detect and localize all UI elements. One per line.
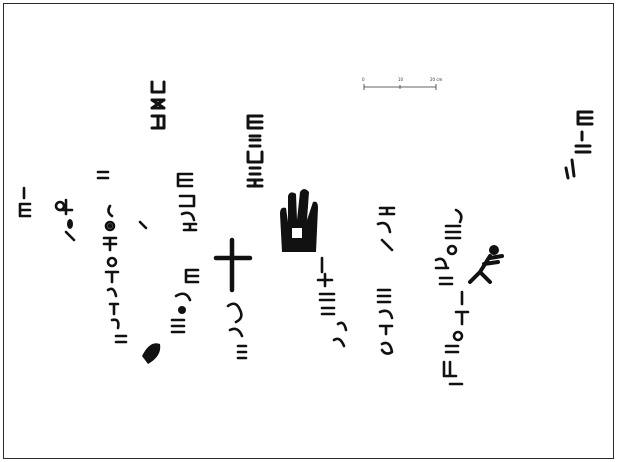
inscription-center bbox=[316, 256, 348, 348]
inscription-top-right bbox=[564, 110, 594, 180]
scale-label-10: 10 bbox=[398, 77, 404, 82]
inscription-wavy bbox=[226, 302, 248, 360]
inscription-right bbox=[434, 208, 463, 286]
inscription-center-right-top bbox=[376, 206, 396, 252]
inscription-center-top bbox=[246, 114, 264, 188]
inscription-center-right-lower bbox=[376, 288, 394, 355]
scale-label-0: 0 bbox=[362, 77, 365, 82]
cross-figure bbox=[213, 237, 253, 293]
scale-bar bbox=[363, 84, 437, 90]
small-mark bbox=[138, 220, 148, 230]
inscription-mid-lower bbox=[170, 268, 200, 334]
hand-print bbox=[280, 189, 318, 252]
inscription-far-left bbox=[18, 186, 32, 218]
scale-label-20cm: 20 cm bbox=[430, 77, 443, 82]
inscription-circle-cross bbox=[54, 198, 76, 242]
inscription-top-left bbox=[150, 80, 166, 130]
running-figure bbox=[468, 245, 504, 284]
inscription-long-left bbox=[96, 170, 128, 344]
inscription-right-lower bbox=[442, 290, 470, 386]
inscription-left-center bbox=[176, 172, 198, 232]
leaf-shape-mark bbox=[142, 343, 161, 364]
figure-border bbox=[3, 3, 614, 459]
